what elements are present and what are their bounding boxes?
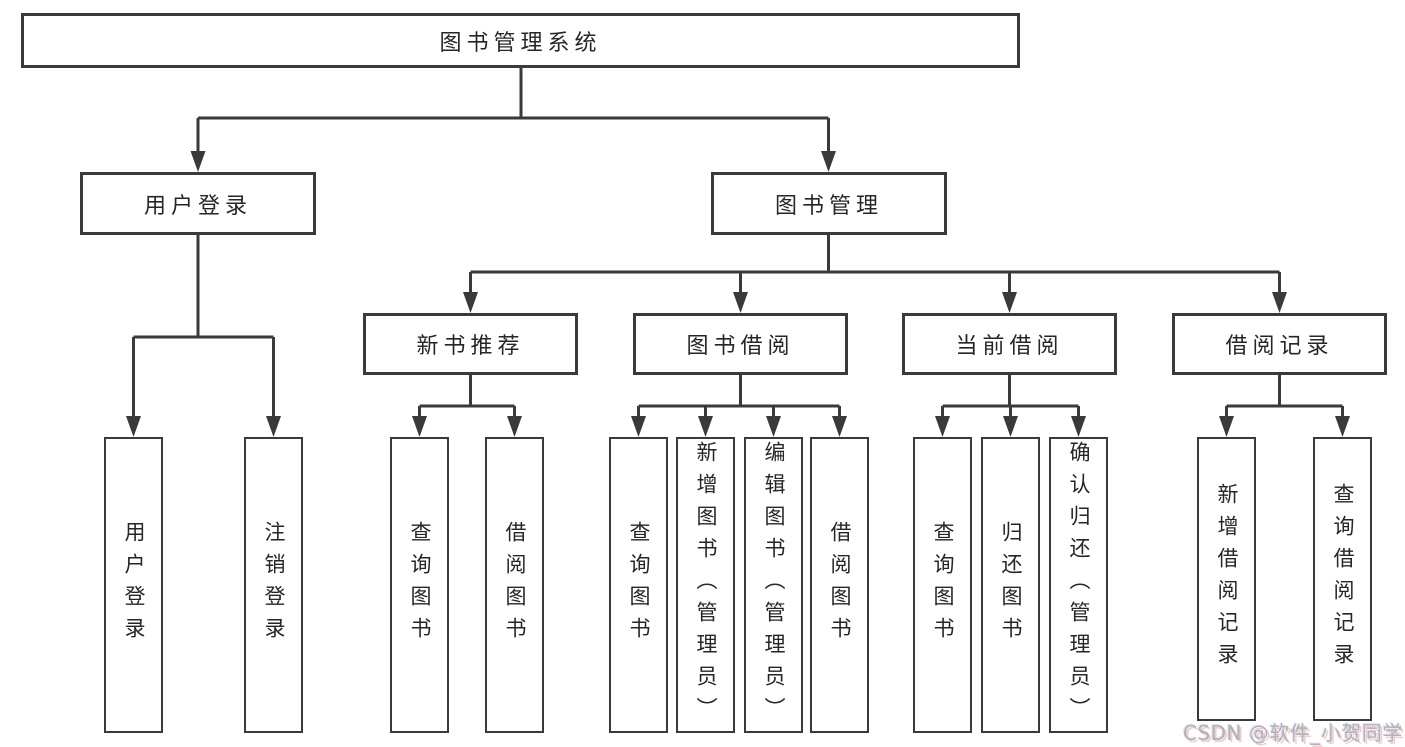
node-book-management: 图书管理	[711, 172, 947, 235]
node-leaf-return-books: 归还图书	[981, 437, 1040, 733]
node-leaf-user-login: 用户登录	[104, 437, 163, 733]
node-borrowing-records: 借阅记录	[1172, 313, 1387, 375]
node-leaf-add-books-admin: 新增图书（管理员）	[676, 437, 735, 733]
node-root-book-management-system: 图书管理系统	[21, 13, 1020, 68]
node-current-borrowing: 当前借阅	[902, 313, 1117, 375]
node-leaf-recommend-borrow-books: 借阅图书	[485, 437, 544, 733]
node-leaf-query-borrow-record: 查询借阅记录	[1313, 437, 1372, 721]
node-leaf-logout: 注销登录	[244, 437, 303, 733]
node-book-borrowing: 图书借阅	[633, 313, 848, 375]
node-new-book-recommend: 新书推荐	[363, 313, 578, 375]
connectors	[132, 68, 1344, 418]
node-leaf-confirm-return-admin: 确认归还（管理员）	[1049, 437, 1108, 733]
node-leaf-recommend-query-books: 查询图书	[390, 437, 449, 733]
node-leaf-current-query-books: 查询图书	[913, 437, 972, 733]
node-leaf-borrow-query-books: 查询图书	[609, 437, 668, 733]
arrowheads	[126, 151, 1350, 437]
node-user-login: 用户登录	[80, 172, 316, 235]
node-leaf-borrow-books: 借阅图书	[810, 437, 869, 733]
node-leaf-edit-books-admin: 编辑图书（管理员）	[744, 437, 803, 733]
watermark: CSDN @软件_小贺同学	[1183, 721, 1403, 745]
node-leaf-add-borrow-record: 新增借阅记录	[1197, 437, 1256, 721]
